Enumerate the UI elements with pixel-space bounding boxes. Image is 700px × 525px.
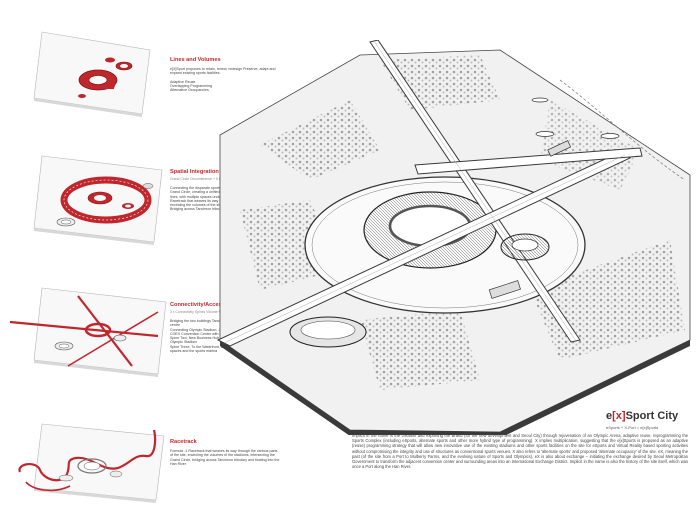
project-title-suffix: Sport City (625, 410, 679, 422)
list-item: Alternative Occupancies (170, 88, 209, 93)
section-subtitle-spatial-integration: Grand Circle Circumference + 5 Connectio… (170, 177, 268, 181)
river-edge (559, 79, 686, 181)
pavilion (547, 140, 572, 157)
list-item: Adaptive Reuse (170, 79, 196, 84)
project-title: e[x]Sport City (606, 410, 678, 422)
diagram-racetrack (18, 423, 165, 503)
diagram-spatial-integration (33, 155, 163, 245)
site-axonometric-drawing (216, 40, 691, 435)
section-title-lines-volumes: Lines and Volumes (170, 57, 221, 63)
project-title-bracket: [x] (612, 410, 626, 422)
section-title-connectivity-access: Connectivity/Access (170, 302, 225, 308)
list-item: Connecting Olympic Stadium, Jamsil Sport… (170, 327, 256, 332)
section-title-spatial-integration: Spatial Integration (170, 169, 219, 175)
list-item: COEX Convention Center with Jamsil Sport… (170, 331, 257, 336)
section-text: e[X]Sport proposes to retain, renew, red… (170, 67, 276, 76)
diagram-lines-volumes (33, 31, 151, 117)
canopies (531, 97, 620, 139)
section-subtitle-connectivity-access: 3 x Connectivity Spines Volume + Volume … (170, 310, 258, 314)
section-text: Formula -1 Racetrack that weaves its way… (170, 449, 280, 466)
section-body-racetrack: Formula -1 Racetrack that weaves its way… (170, 449, 280, 466)
project-subtitle: eSports + X-Port = e[x]Sports (606, 425, 659, 430)
pavilion (488, 280, 521, 299)
section-body-lines-volumes: e[X]Sport proposes to retain, renew, red… (170, 67, 280, 92)
section-title-racetrack: Racetrack (170, 439, 197, 445)
project-description: Implicit in the name is the creation and… (352, 433, 688, 470)
project-title-prefix: e (606, 410, 613, 422)
list-item: Overlapping Programming (170, 83, 212, 88)
diagram-connectivity-access (9, 287, 167, 377)
